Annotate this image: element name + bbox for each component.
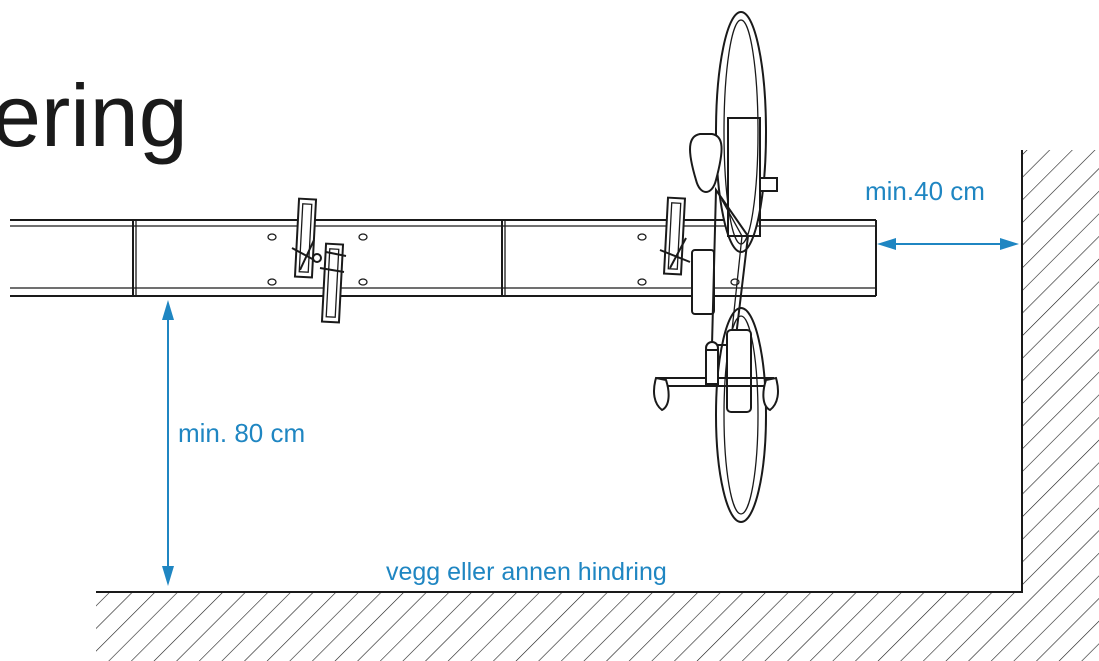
bicycle (653, 11, 779, 523)
front-clearance-dimension: min. 80 cm (162, 300, 305, 586)
empty-bike-holder (291, 197, 347, 324)
front-clearance-label: min. 80 cm (178, 418, 305, 448)
side-clearance-label: min.40 cm (865, 176, 985, 206)
wall-hatching (96, 150, 1099, 661)
side-clearance-dimension: min.40 cm (865, 176, 1019, 250)
wall-label: vegg eller annen hindring (386, 558, 667, 586)
page-title: ering (0, 66, 188, 165)
